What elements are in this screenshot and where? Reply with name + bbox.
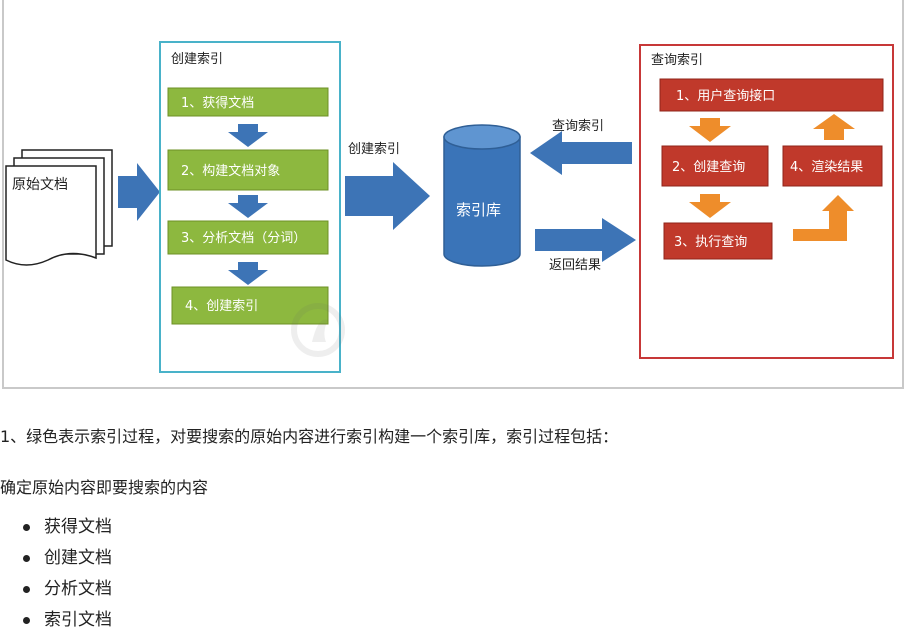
query-index-title: 查询索引 (651, 53, 703, 68)
create-step-3-box (167, 220, 329, 255)
query-arrow-4-1 (813, 114, 855, 140)
create-step-4-label: 4、创建索引 (185, 299, 258, 314)
create-step-1-box (167, 87, 329, 117)
watermark-logo (291, 303, 345, 357)
list-item: 获得文档 (0, 512, 112, 543)
arrow-query-label: 查询索引 (552, 119, 604, 134)
create-arrow-3-4 (228, 262, 268, 285)
index-flow-diagram: 原始文档 创建索引 1、获得文档 2、构建文档对象 3、分析文档（分词） 4、创… (2, 0, 904, 389)
arrow-create-label: 创建索引 (348, 142, 400, 157)
list-item: 创建文档 (0, 543, 112, 574)
query-step-2-box (661, 145, 769, 187)
create-arrow-2-3 (228, 195, 268, 218)
query-step-4-box (782, 145, 883, 187)
query-step-3-label: 3、执行查询 (674, 235, 747, 250)
query-step-1-label: 1、用户查询接口 (676, 88, 775, 104)
create-step-4-box (171, 286, 329, 325)
arrow-create-to-db (345, 162, 430, 230)
create-step-2-label: 2、构建文档对象 (181, 164, 280, 179)
query-step-4-label: 4、渲染结果 (790, 160, 863, 175)
paragraph-index-process: 1、绿色表示索引过程，对要搜索的原始内容进行索引构建一个索引库，索引过程包括： (0, 427, 619, 446)
query-arrow-1-2 (689, 118, 731, 142)
create-arrow-1-2 (228, 124, 268, 147)
list-item: 分析文档 (0, 574, 112, 605)
create-index-title: 创建索引 (171, 52, 223, 67)
arrow-doc-to-create (118, 163, 160, 221)
database-icon (443, 124, 521, 267)
query-step-2-label: 2、创建查询 (672, 160, 745, 175)
database-label: 索引库 (456, 201, 501, 219)
paragraph-determine-content: 确定原始内容即要搜索的内容 (0, 478, 209, 497)
index-step-list: 获得文档 创建文档 分析文档 索引文档 (0, 512, 112, 636)
create-step-1-label: 1、获得文档 (181, 95, 254, 111)
arrow-return-label: 返回结果 (549, 258, 601, 273)
create-step-2-box (167, 149, 329, 191)
arrow-db-to-query (535, 218, 636, 262)
arrow-query-to-db (530, 131, 632, 175)
source-document-icon (5, 149, 113, 266)
query-step-3-box (663, 222, 773, 260)
query-step-1-box (659, 78, 884, 112)
query-arrow-2-3 (689, 194, 731, 218)
query-arrow-3-4 (793, 195, 854, 241)
source-document-label: 原始文档 (12, 177, 68, 193)
create-step-3-label: 3、分析文档（分词） (181, 231, 306, 246)
list-item: 索引文档 (0, 605, 112, 636)
